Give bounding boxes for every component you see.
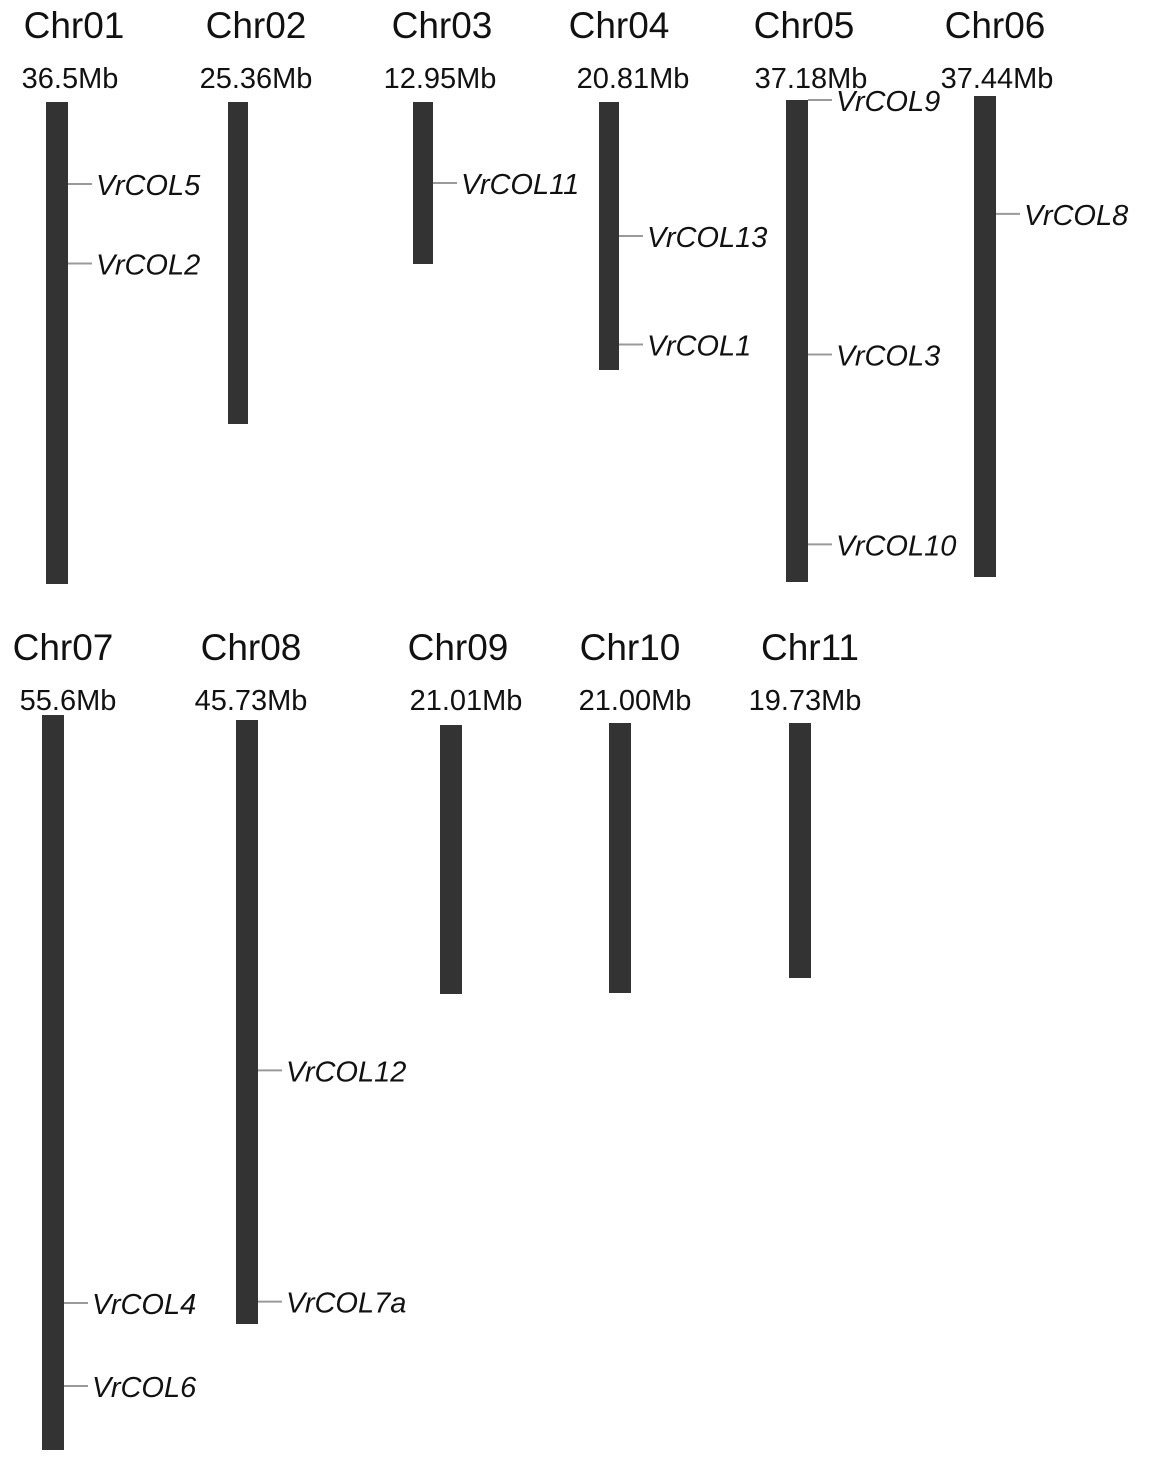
gene-label-vrcol1: VrCOL1 bbox=[647, 331, 751, 363]
chromosome-size-chr10: 21.00Mb bbox=[579, 685, 692, 717]
chromosome-bar-chr02 bbox=[228, 102, 248, 424]
chromosome-size-chr02: 25.36Mb bbox=[200, 63, 313, 95]
chromosome-size-chr09: 21.01Mb bbox=[410, 685, 523, 717]
gene-label-vrcol11: VrCOL11 bbox=[461, 169, 579, 201]
chromosome-size-chr08: 45.73Mb bbox=[195, 685, 308, 717]
chromosome-name-chr01: Chr01 bbox=[24, 5, 125, 46]
chromosome-name-chr04: Chr04 bbox=[569, 5, 670, 46]
chromosome-chr11: Chr11 19.73Mb bbox=[749, 627, 862, 978]
chromosome-bar-chr03 bbox=[413, 102, 433, 264]
chromosome-size-chr06: 37.44Mb bbox=[941, 63, 1054, 95]
gene-label-vrcol7a: VrCOL7a bbox=[286, 1288, 406, 1320]
chromosome-size-chr05: 37.18Mb bbox=[755, 63, 868, 95]
chromosome-size-chr04: 20.81Mb bbox=[577, 63, 690, 95]
gene-label-vrcol13: VrCOL13 bbox=[647, 222, 767, 254]
chromosome-bar-chr07 bbox=[42, 715, 64, 1450]
chromosome-size-chr01: 36.5Mb bbox=[22, 63, 119, 95]
gene-label-vrcol3: VrCOL3 bbox=[836, 340, 940, 372]
chromosome-chr02: Chr02 25.36Mb bbox=[200, 5, 313, 424]
chromosome-size-chr07: 55.6Mb bbox=[20, 685, 117, 717]
gene-label-vrcol8: VrCOL8 bbox=[1024, 200, 1128, 232]
chromosome-name-chr07: Chr07 bbox=[13, 627, 114, 668]
chromosome-name-chr02: Chr02 bbox=[206, 5, 307, 46]
gene-label-vrcol6: VrCOL6 bbox=[92, 1372, 197, 1404]
chromosome-name-chr10: Chr10 bbox=[580, 627, 681, 668]
chromosome-bar-chr01 bbox=[46, 102, 68, 584]
chromosome-bar-chr11 bbox=[789, 723, 811, 978]
chromosome-chr09: Chr09 21.01Mb bbox=[408, 627, 523, 994]
chromosome-bar-chr08 bbox=[236, 720, 258, 1324]
chromosome-name-chr06: Chr06 bbox=[945, 5, 1046, 46]
chromosome-chr10: Chr10 21.00Mb bbox=[579, 627, 692, 993]
chromosome-name-chr03: Chr03 bbox=[392, 5, 493, 46]
chromosome-size-chr11: 19.73Mb bbox=[749, 685, 862, 717]
gene-label-vrcol12: VrCOL12 bbox=[286, 1056, 406, 1088]
chromosome-size-chr03: 12.95Mb bbox=[384, 63, 497, 95]
chromosome-name-chr11: Chr11 bbox=[761, 627, 859, 668]
gene-label-vrcol10: VrCOL10 bbox=[836, 530, 956, 562]
gene-label-vrcol2: VrCOL2 bbox=[96, 249, 200, 281]
chromosome-bar-chr04 bbox=[599, 102, 619, 370]
chromosome-bar-chr06 bbox=[974, 96, 996, 577]
chromosome-name-chr05: Chr05 bbox=[754, 5, 855, 46]
gene-label-vrcol5: VrCOL5 bbox=[96, 170, 201, 202]
gene-label-vrcol9: VrCOL9 bbox=[836, 86, 940, 118]
chromosome-name-chr09: Chr09 bbox=[408, 627, 509, 668]
chromosome-bar-chr09 bbox=[440, 725, 462, 994]
chromosome-name-chr08: Chr08 bbox=[201, 627, 302, 668]
gene-label-vrcol4: VrCOL4 bbox=[92, 1289, 196, 1321]
chromosome-bar-chr10 bbox=[609, 723, 631, 993]
chromosome-bar-chr05 bbox=[786, 100, 808, 582]
